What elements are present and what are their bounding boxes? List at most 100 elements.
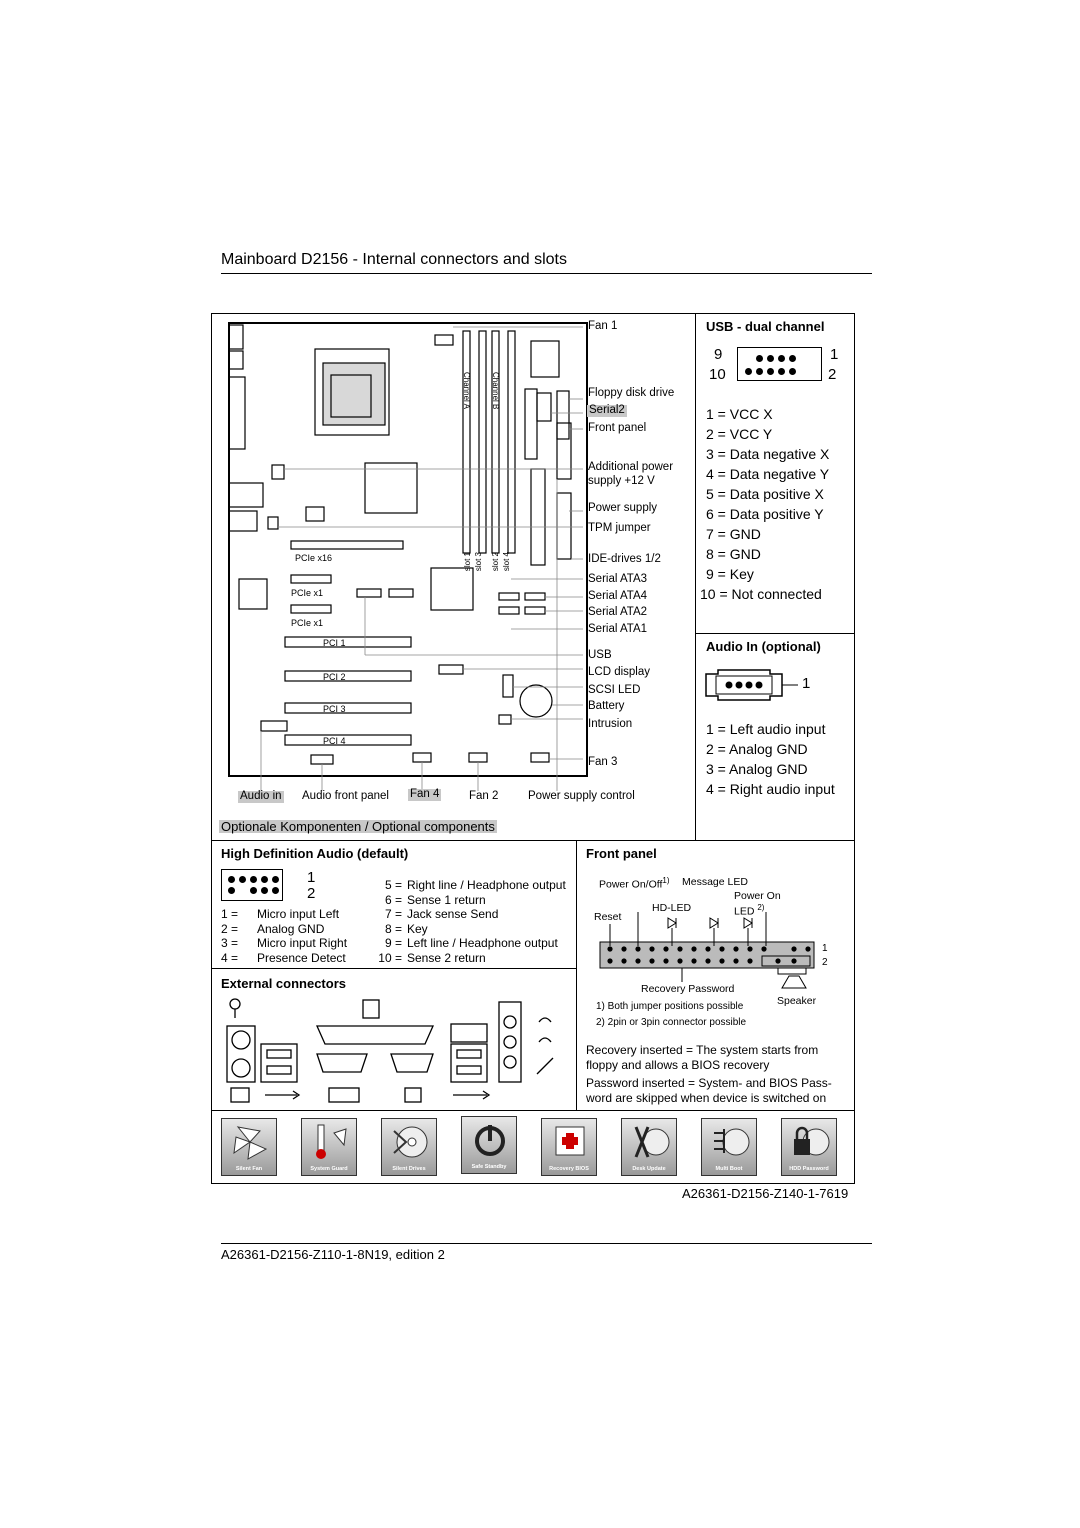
- label-lcd: LCD display: [588, 666, 650, 678]
- usb-title: USB - dual channel: [706, 319, 825, 334]
- label-slot2: slot 2: [491, 552, 500, 572]
- hda-mark-1: 1: [307, 869, 316, 886]
- usb-pin-item: 1 = VCC X: [706, 406, 773, 422]
- usb-pin-1: 1: [830, 346, 839, 363]
- fp-row-2: 2: [822, 957, 828, 968]
- label-pci4: PCI 4: [323, 736, 346, 746]
- figure-frame: [211, 313, 855, 1184]
- desk-update-icon: Desk Update: [621, 1118, 677, 1176]
- usb-pin-item: 5 = Data positive X: [706, 486, 824, 502]
- footer-doc-code: A26361-D2156-Z110-1-8N19, edition 2: [221, 1247, 445, 1262]
- label-front-panel: Front panel: [588, 422, 647, 434]
- usb-pin-9: 9: [714, 346, 723, 363]
- usb-pin-item: 8 = GND: [706, 546, 761, 562]
- hda-connector-graphic: [221, 869, 283, 901]
- label-floppy: Floppy disk drive: [588, 387, 675, 399]
- label-pci3: PCI 3: [323, 704, 346, 714]
- usb-pin-item: 2 = VCC Y: [706, 426, 773, 442]
- label-slot1: slot 1: [463, 552, 472, 572]
- label-scsi-led: SCSI LED: [588, 684, 641, 696]
- audio-in-connector-graphic: [705, 669, 798, 701]
- silent-fan-icon: Silent Fan: [221, 1118, 277, 1176]
- fp-row-1: 1: [822, 943, 828, 954]
- label-fan2: Fan 2: [469, 790, 499, 802]
- usb-pin-item: 6 = Data positive Y: [706, 506, 824, 522]
- label-tpm-jumper: TPM jumper: [588, 522, 651, 534]
- mainboard-diagram: [228, 322, 588, 791]
- fp-note-1: 1) Both jumper positions possible: [596, 1001, 744, 1012]
- header-rule: [221, 273, 872, 274]
- fp-note-2: 2) 2pin or 3pin connector possible: [596, 1017, 747, 1028]
- audio-pin-item: 3 = Analog GND: [706, 761, 808, 777]
- fp-speaker: Speaker: [777, 995, 817, 1007]
- hda-title: High Definition Audio (default): [221, 846, 409, 861]
- label-intrusion: Intrusion: [588, 718, 633, 730]
- label-audio-front: Audio front panel: [302, 790, 389, 802]
- label-slot4: slot 4: [502, 552, 511, 572]
- hda-right-list: 5 =Right line / Headphone output 6 =Sens…: [378, 878, 566, 965]
- fp-recovery-password: Recovery Password: [641, 983, 735, 995]
- front-panel-header-graphic: [599, 912, 815, 982]
- audio-in-title: Audio In (optional): [706, 639, 821, 654]
- multi-boot-icon: Multi Boot: [701, 1118, 757, 1176]
- fp-recovery-text: Recovery inserted = The system starts fr…: [586, 1043, 819, 1072]
- optional-caption: Optionale Komponenten / Optional compone…: [219, 819, 497, 834]
- label-power-supply: Power supply: [588, 502, 658, 514]
- label-channel-b: Channel B: [491, 372, 500, 410]
- label-sata1: Serial ATA1: [588, 623, 648, 635]
- label-fan4: Fan 4: [408, 788, 442, 801]
- label-pcie-x1-a: PCIe x1: [291, 588, 324, 598]
- audio-pin-item: 4 = Right audio input: [706, 781, 835, 797]
- footer-rule: [221, 1243, 872, 1244]
- usb-pin-list: 1 = VCC X 2 = VCC Y 3 = Data negative X …: [700, 404, 830, 604]
- label-pcie-x1-b: PCIe x1: [291, 618, 324, 628]
- label-serial2: Serial2: [587, 404, 627, 417]
- label-sata3: Serial ATA3: [588, 573, 648, 585]
- audio-pin-item: 1 = Left audio input: [706, 721, 826, 737]
- label-sata2: Serial ATA2: [588, 606, 648, 618]
- external-title: External connectors: [221, 976, 346, 991]
- usb-pin-item: 9 = Key: [706, 566, 754, 582]
- hdd-password-icon: HDD Password: [781, 1118, 837, 1176]
- label-battery: Battery: [588, 700, 625, 712]
- audio-in-pin-list: 1 = Left audio input 2 = Analog GND 3 = …: [706, 719, 835, 799]
- usb-connector-graphic: [737, 347, 822, 381]
- speaker-icon: [781, 975, 807, 989]
- front-panel-title: Front panel: [586, 846, 657, 861]
- fp-password-text: Password inserted = System- and BIOS Pas…: [586, 1076, 832, 1105]
- usb-pin-2: 2: [828, 366, 837, 383]
- system-guard-icon: System Guard: [301, 1118, 357, 1176]
- label-channel-a: Channel A: [462, 372, 471, 409]
- label-ide-drives: IDE-drives 1/2: [588, 553, 661, 565]
- usb-pin-item: 4 = Data negative Y: [706, 466, 830, 482]
- label-slot3: slot 3: [474, 552, 483, 572]
- hda-mark-2: 2: [307, 885, 316, 902]
- label-additional-power: Additional power: [588, 461, 674, 473]
- label-pci2: PCI 2: [323, 672, 346, 682]
- label-pcie-x16: PCIe x16: [295, 553, 333, 563]
- label-power-supply-control: Power supply control: [528, 790, 635, 802]
- label-fan3: Fan 3: [588, 756, 618, 768]
- fp-power-onoff: Power On/Off1): [599, 876, 670, 891]
- fp-reset: Reset: [594, 911, 622, 923]
- hda-left-list: 1 =Micro input Left 2 =Analog GND 3 =Mic…: [221, 907, 348, 965]
- fp-led: LED 2): [734, 903, 765, 918]
- label-sata4: Serial ATA4: [588, 590, 648, 602]
- label-usb: USB: [588, 649, 612, 661]
- usb-pin-item: 7 = GND: [706, 526, 761, 542]
- safe-standby-icon: Safe Standby: [461, 1116, 517, 1174]
- usb-pin-10: 10: [709, 366, 726, 383]
- label-audio-in: Audio in: [238, 790, 284, 803]
- label-supply-12v: supply +12 V: [588, 475, 655, 487]
- external-connectors-graphic: [226, 998, 554, 1103]
- page-title: Mainboard D2156 - Internal connectors an…: [221, 251, 567, 268]
- audio-pin-item: 2 = Analog GND: [706, 741, 808, 757]
- audio-in-pin-1: 1: [802, 675, 811, 692]
- figure-code: A26361-D2156-Z140-1-7619: [682, 1186, 849, 1201]
- fp-power-on: Power On: [734, 890, 781, 902]
- label-fan1: Fan 1: [588, 320, 618, 332]
- fp-hd-led: HD-LED: [652, 902, 692, 914]
- silent-drives-icon: Silent Drives: [381, 1118, 437, 1176]
- fp-message-led: Message LED: [682, 876, 748, 888]
- recovery-bios-icon: Recovery BIOS: [541, 1118, 597, 1176]
